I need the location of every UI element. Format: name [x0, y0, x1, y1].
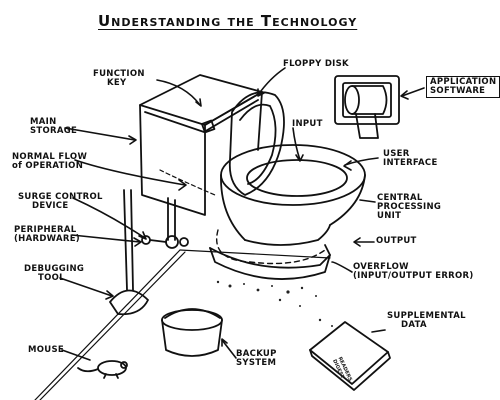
diagram-title: Understanding the Technology — [98, 12, 358, 30]
label-floppy-disk: FLOPPY DISK — [283, 59, 349, 69]
label-input: INPUT — [292, 119, 323, 129]
label-arrows — [59, 67, 425, 361]
supply-pipe — [141, 197, 189, 249]
toilet-lid — [228, 91, 285, 196]
label-output: OUTPUT — [376, 236, 417, 246]
backup-bucket — [161, 308, 223, 357]
label-mouse: MOUSE — [28, 345, 65, 355]
label-overflow: OVERFLOW(INPUT/OUTPUT ERROR) — [353, 262, 474, 281]
label-peripheral: PERIPHERAL(HARDWARE) — [14, 225, 80, 244]
mouse-drawing — [77, 360, 128, 379]
toilet-paper — [334, 75, 400, 139]
readers-digest — [309, 321, 391, 391]
toilet-bowl — [159, 144, 366, 280]
floor-lines — [34, 249, 331, 400]
overflow-splatter — [216, 280, 333, 327]
plunger — [109, 189, 149, 316]
